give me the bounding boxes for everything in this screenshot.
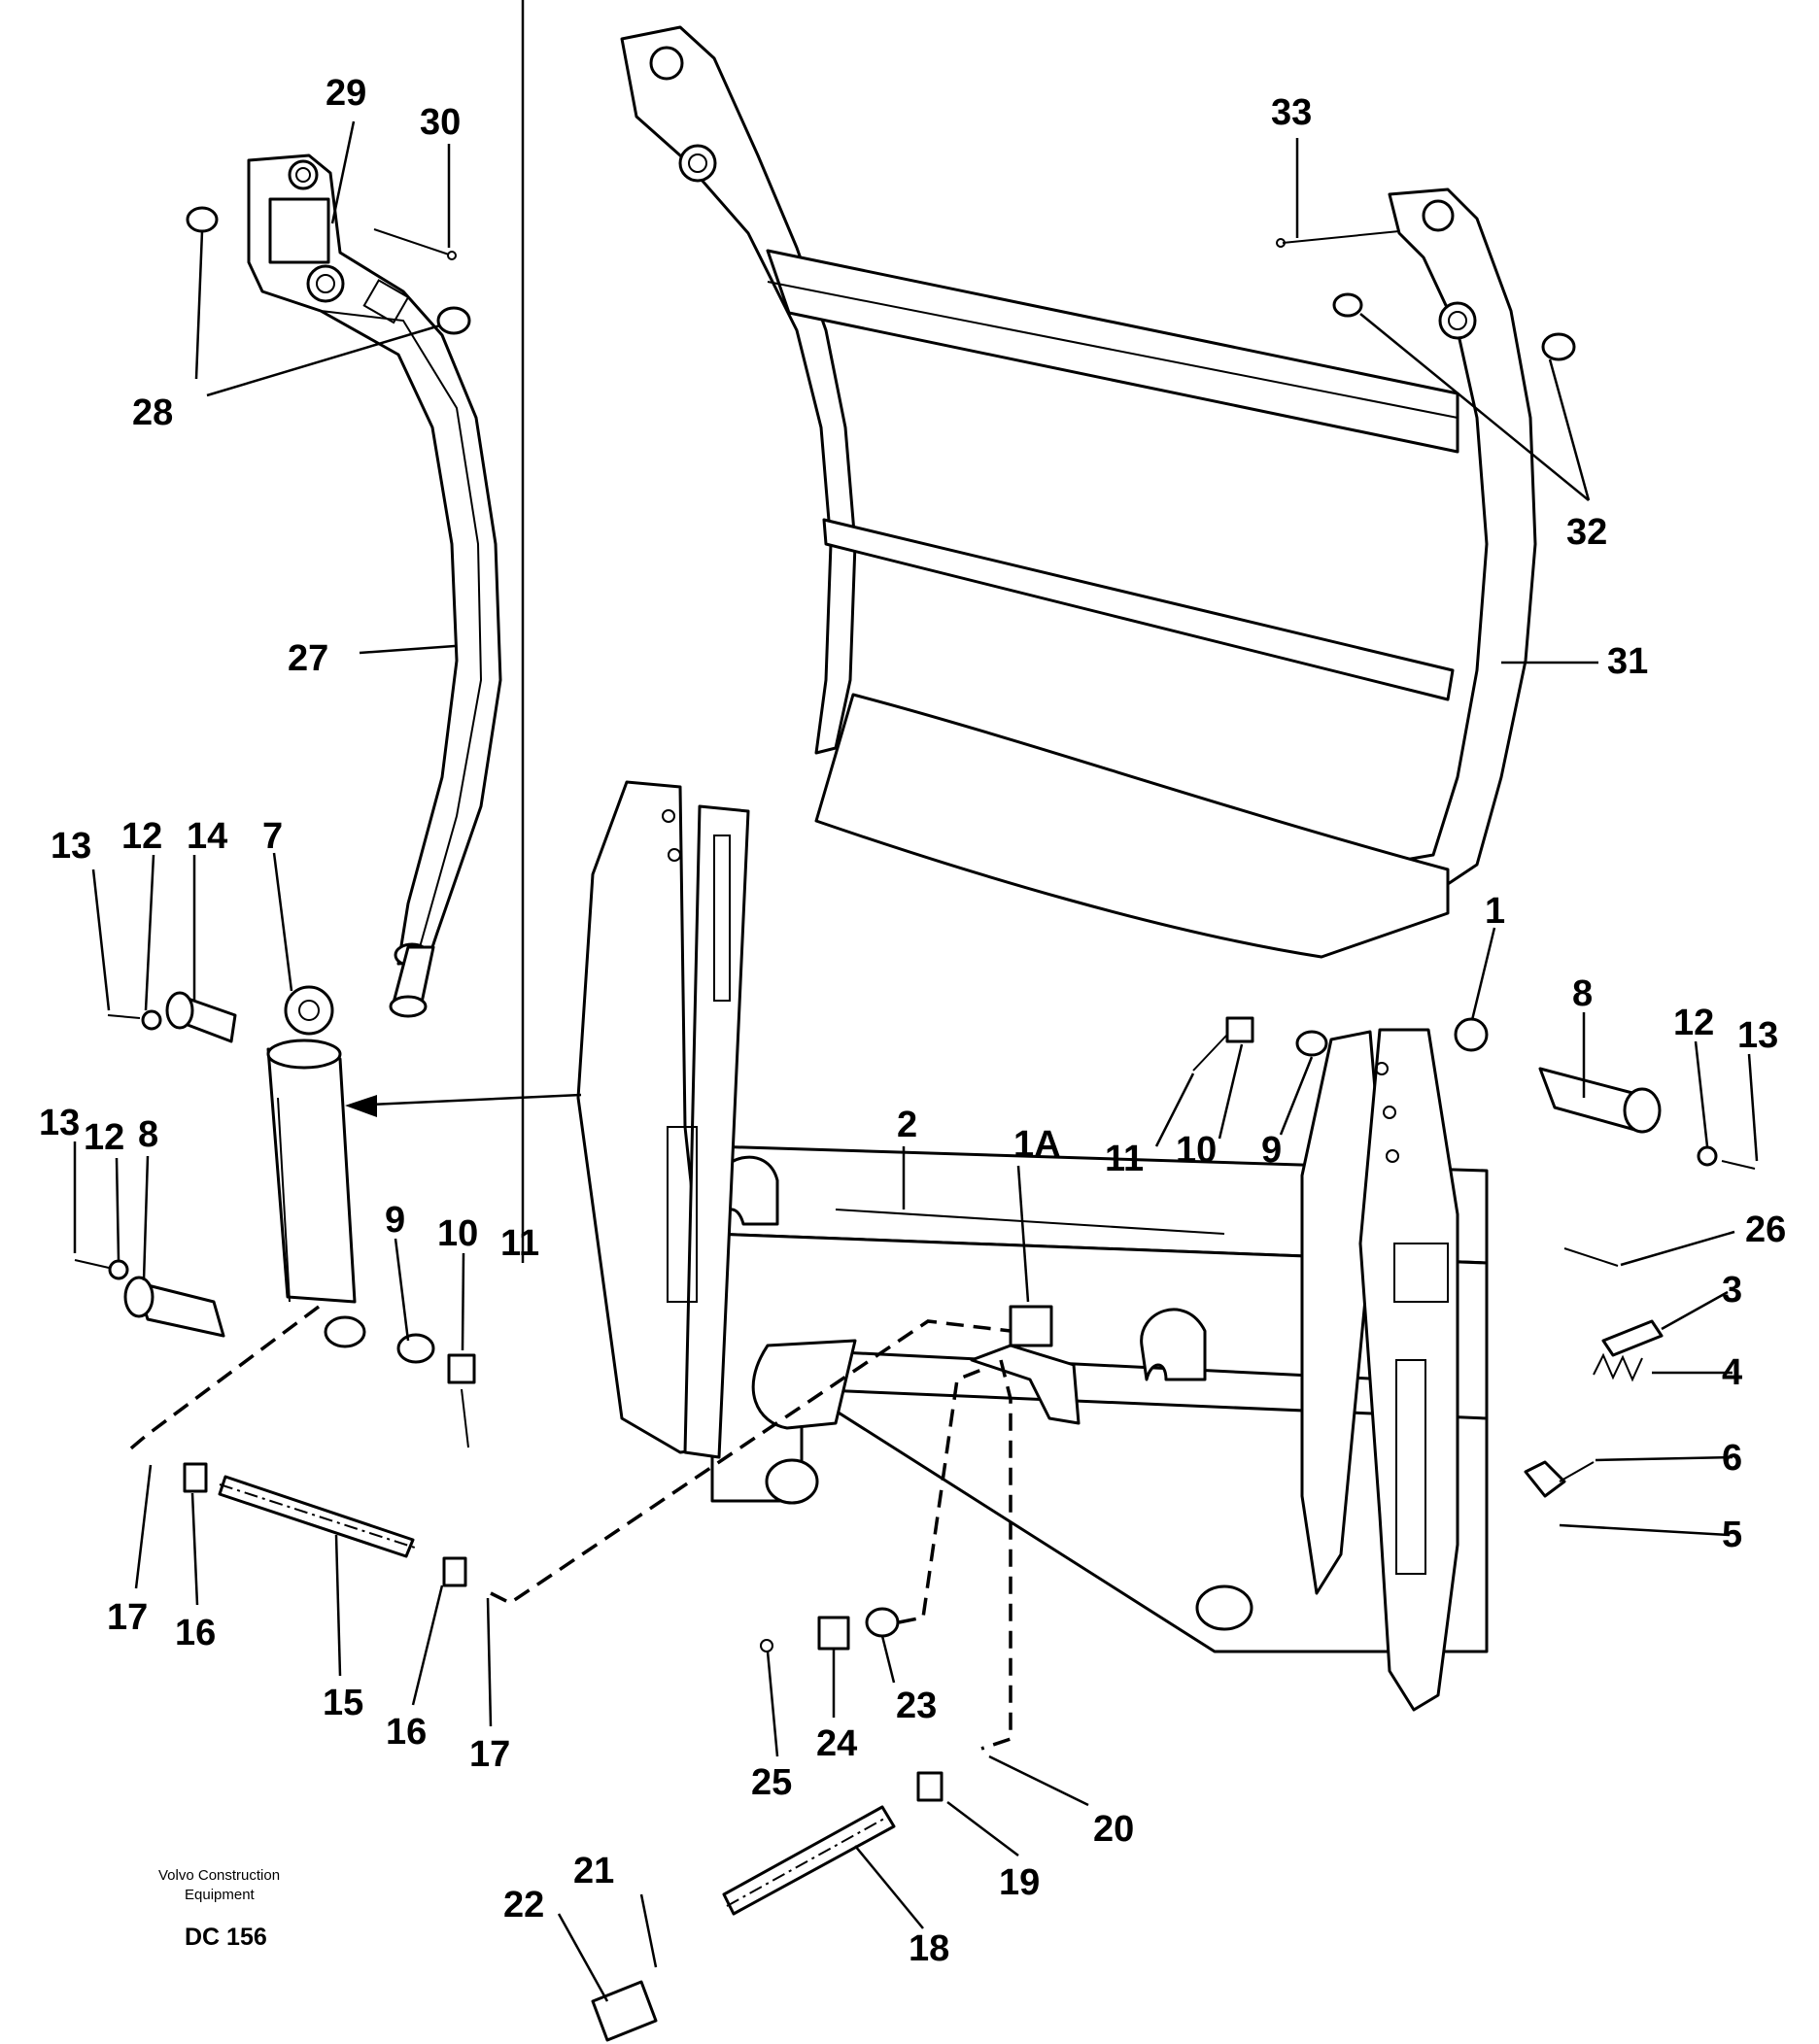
label-26: 26 [1745, 1209, 1786, 1250]
label-21: 21 [573, 1851, 614, 1891]
label-24: 24 [816, 1723, 857, 1764]
label-12c: 12 [1673, 1003, 1714, 1043]
label-7: 7 [262, 816, 283, 857]
caption-code: DC 156 [185, 1924, 267, 1951]
label-15: 15 [323, 1683, 363, 1723]
center-line-15 [219, 1483, 419, 1550]
label-22: 22 [503, 1885, 544, 1925]
label-13c: 13 [1737, 1015, 1778, 1056]
hardware-right [1192, 1016, 1756, 1170]
label-4: 4 [1722, 1352, 1742, 1393]
label-28: 28 [132, 392, 173, 433]
pin-30 [373, 228, 457, 260]
label-3: 3 [1722, 1270, 1742, 1311]
pin-8-right [1538, 1067, 1662, 1134]
callout-labels: 29 30 28 27 33 32 31 13 12 14 7 13 12 8 … [39, 73, 1786, 1969]
label-9b: 9 [1261, 1130, 1282, 1171]
label-17a: 17 [107, 1597, 148, 1638]
label-13a: 13 [51, 826, 91, 867]
label-23: 23 [896, 1686, 937, 1726]
label-12a: 12 [121, 816, 162, 857]
label-17b: 17 [469, 1734, 510, 1775]
bushing-32 [1332, 292, 1576, 361]
label-6: 6 [1722, 1438, 1742, 1479]
clamp-arm-31 [620, 25, 1537, 959]
label-12b: 12 [84, 1117, 124, 1158]
label-13b: 13 [39, 1103, 80, 1143]
cylinder-arrow [345, 1093, 582, 1117]
label-16a: 16 [175, 1613, 216, 1653]
label-33: 33 [1271, 92, 1312, 133]
label-9a: 9 [385, 1200, 405, 1241]
leader-lines [73, 0, 1759, 2002]
label-11a: 11 [500, 1223, 539, 1264]
caption-company-line2: Equipment [185, 1887, 256, 1903]
hardware-left [74, 1009, 476, 1448]
hose-route-left [124, 1305, 1012, 1606]
fittings-23-25 [760, 1607, 900, 1652]
label-27: 27 [288, 638, 328, 679]
tine-27 [247, 153, 502, 1018]
label-19: 19 [999, 1862, 1040, 1903]
caption-block: Volvo Construction Equipment DC 156 [158, 1867, 280, 1951]
label-1a: 1A [1013, 1124, 1061, 1165]
hose-15 [183, 1462, 467, 1587]
label-25: 25 [751, 1762, 792, 1803]
label-20: 20 [1093, 1809, 1134, 1850]
caption-company-line1: Volvo Construction [158, 1867, 280, 1884]
side-plate-1 [576, 780, 1489, 1712]
label-5: 5 [1722, 1515, 1742, 1555]
label-32: 32 [1566, 512, 1607, 553]
label-8a: 8 [138, 1114, 158, 1155]
label-18: 18 [909, 1928, 949, 1969]
cylinder-7 [266, 985, 366, 1348]
label-11b: 11 [1105, 1139, 1144, 1179]
label-14: 14 [187, 816, 227, 857]
hose-route-right [898, 1359, 1012, 1751]
label-29: 29 [326, 73, 366, 114]
label-8b: 8 [1572, 973, 1593, 1014]
label-1: 1 [1485, 891, 1505, 932]
center-line-18 [726, 1818, 885, 1907]
pin-8-left [123, 1276, 225, 1338]
pin-33 [1276, 230, 1400, 248]
label-31: 31 [1607, 641, 1648, 682]
hose-18 [591, 1771, 944, 2042]
label-10a: 10 [437, 1213, 478, 1254]
label-30: 30 [420, 102, 461, 143]
latch-parts [1524, 1247, 1664, 1498]
label-16b: 16 [386, 1712, 427, 1753]
label-2: 2 [897, 1105, 917, 1145]
label-10b: 10 [1176, 1130, 1217, 1171]
pin-14 [165, 991, 237, 1043]
